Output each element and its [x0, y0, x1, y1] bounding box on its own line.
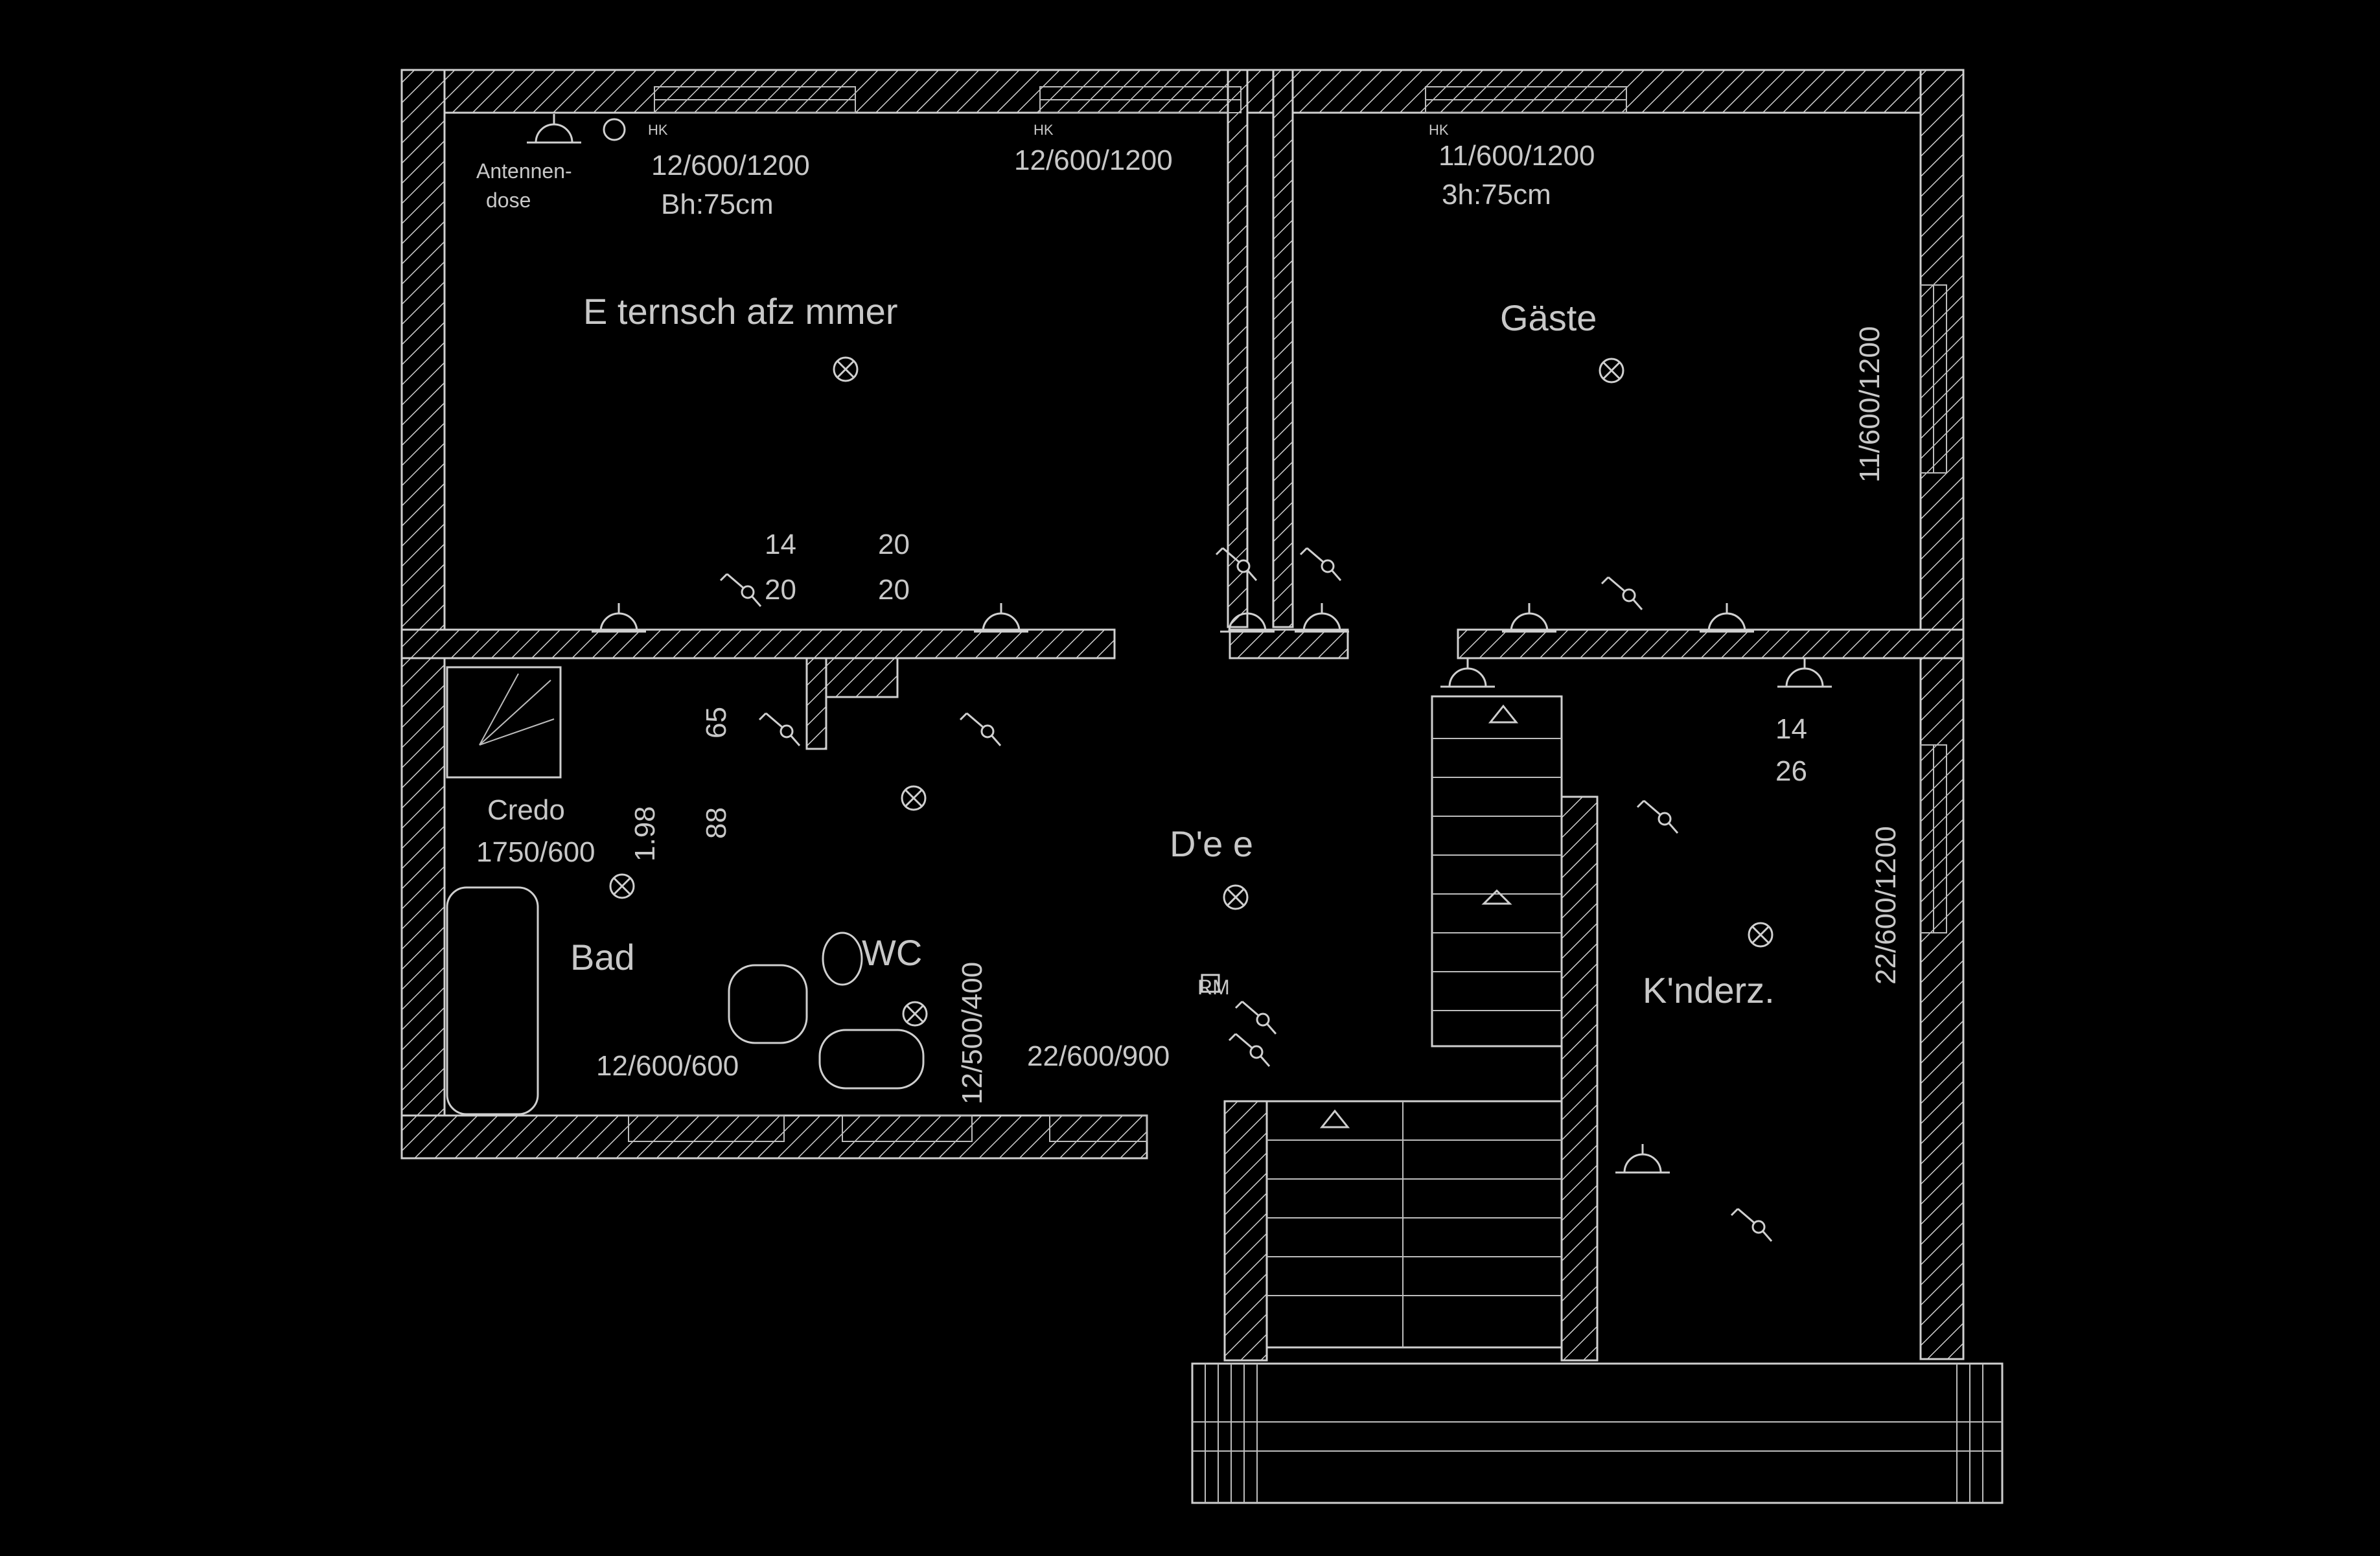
socket-icon — [973, 602, 1030, 633]
radiator-tag-1: HK — [648, 122, 668, 138]
radiator-tag-3: HK — [1429, 122, 1449, 138]
bad-radiator-label: 12/600/600 — [596, 1050, 739, 1082]
room-label-gaeste: Gäste — [1500, 297, 1597, 338]
socket-icon — [1614, 1143, 1671, 1174]
symbols — [526, 113, 1833, 1242]
bath-radiator-size: 1750/600 — [476, 836, 595, 868]
door-height-1: 20 — [765, 574, 796, 606]
ceiling-light-icon — [1223, 884, 1249, 910]
room-label-diele: D'e e — [1170, 823, 1253, 864]
smoke-detector-label: RM — [1197, 976, 1230, 999]
socket-icon — [1698, 602, 1755, 633]
radiator-label-3: 11/600/1200 — [1438, 140, 1595, 172]
ceiling-light-icon — [902, 1001, 928, 1027]
room-label-elternschlaf: E ternsch afz mmer — [583, 291, 897, 332]
ceiling-light-icon — [1748, 922, 1773, 948]
radiator-height-3: 3h:75cm — [1442, 179, 1551, 211]
room-label-bad: Bad — [570, 937, 635, 978]
antenna-label-2: dose — [486, 189, 531, 212]
socket-icon — [526, 113, 583, 144]
socket-icon — [590, 602, 647, 633]
socket-icon — [1439, 657, 1496, 688]
bathroom-fixtures — [446, 666, 925, 1116]
switch-icon — [1600, 576, 1643, 611]
wc-radiator-label: 12/500/400 — [956, 962, 988, 1104]
radiator-tag-2: HK — [1034, 122, 1054, 138]
radiator-label-4: 11/600/1200 — [1854, 326, 1886, 483]
antenna-label: Antennen- — [476, 159, 572, 183]
bath-radiator-label: Credo — [487, 794, 565, 826]
radiator-label-2: 12/600/1200 — [1014, 144, 1173, 176]
outer-walls — [400, 69, 1965, 1362]
annotations: Antennen- dose 12/600/1200 Bh:75cm 12/60… — [476, 122, 1902, 1104]
switch-icon — [758, 712, 801, 747]
ceiling-light-icon — [833, 356, 859, 382]
door-height-3: 26 — [1775, 755, 1807, 787]
ceiling-light-icon — [609, 873, 635, 899]
room-label-wc: WC — [862, 932, 922, 973]
radiator-label-1: 12/600/1200 — [651, 150, 810, 181]
door-width-3: 14 — [1775, 713, 1807, 745]
switch-icon — [1730, 1207, 1773, 1242]
dimension-88: 88 — [700, 807, 732, 839]
staircase — [1265, 695, 1563, 1349]
door-width-1: 14 — [765, 529, 796, 560]
windows — [628, 86, 1947, 1142]
room-label-kinder: K'nderz. — [1643, 970, 1775, 1011]
socket-icon — [1776, 657, 1833, 688]
switch-icon — [959, 712, 1002, 747]
switch-icon — [1234, 1000, 1277, 1035]
smoke-detector-icon — [1201, 974, 1220, 993]
switch-icon — [719, 573, 762, 608]
door-height-2: 20 — [878, 574, 910, 606]
balcony — [1191, 1362, 2004, 1504]
antenna-icon — [603, 118, 626, 141]
switch-icon — [1299, 547, 1342, 582]
socket-icon — [1293, 602, 1350, 633]
ceiling-light-icon — [1599, 358, 1624, 383]
diele-radiator-label: 22/600/900 — [1027, 1040, 1170, 1072]
door-width-2: 20 — [878, 529, 910, 560]
dimension-198: 1.98 — [629, 806, 661, 862]
switch-icon — [1636, 799, 1679, 834]
socket-icon — [1501, 602, 1558, 633]
room-labels: E ternsch afz mmer Gäste D'e e Bad WC K'… — [570, 291, 1775, 1011]
dimension-65: 65 — [700, 707, 732, 738]
kinder-radiator-label: 22/600/1200 — [1870, 826, 1902, 985]
ceiling-light-icon — [901, 785, 927, 811]
switch-icon — [1228, 1033, 1271, 1068]
radiator-height-1: Bh:75cm — [661, 189, 774, 220]
